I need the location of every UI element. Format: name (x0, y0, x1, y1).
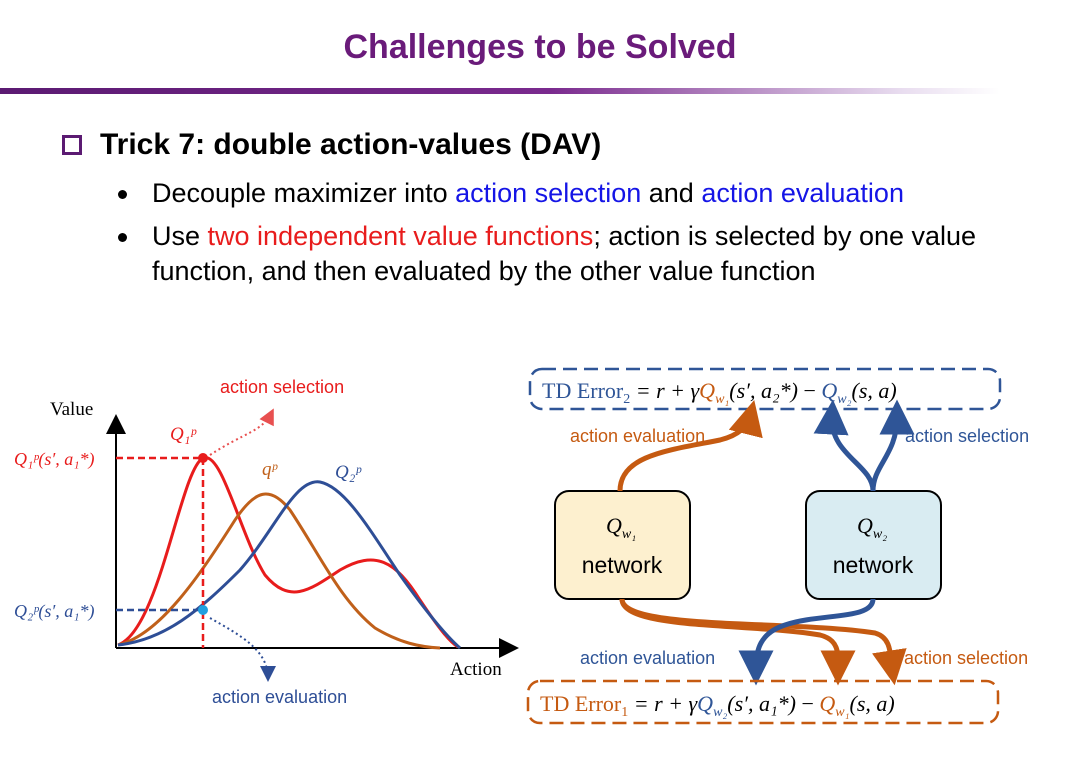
tick-low: Q₂ᵖ(s′, a₁*) (14, 601, 95, 622)
curve-q1 (117, 456, 459, 649)
arrow-w1-to-td2 (617, 400, 763, 492)
bullet-dot-icon (118, 190, 127, 199)
bullet2-highlight: two independent value functions (207, 221, 594, 251)
network-w1-symbol: Qw₁ (606, 513, 636, 542)
dav-diagram: TD Error2 = r + γQw₁(s′, a₂*) − Qw₂(s, a… (526, 367, 1029, 725)
eval-point (198, 605, 208, 615)
title-divider (0, 88, 1000, 94)
bullet1-highlight-selection: action selection (455, 178, 642, 208)
arrow-w2-to-td1 (738, 598, 876, 686)
slide-title: Challenges to be Solved (343, 28, 737, 66)
x-axis-label: Action (450, 659, 502, 680)
label-q1: Q₁ᵖ (170, 424, 197, 445)
curve-q (117, 492, 441, 650)
bullet2-text-a: Use (152, 221, 208, 251)
label-top-action-evaluation: action evaluation (570, 426, 705, 446)
network-w2-box (805, 490, 942, 600)
annotation-action-evaluation: action evaluation (212, 687, 347, 707)
trick-heading: Trick 7: double action-values (DAV) (62, 128, 601, 162)
max-point (198, 453, 208, 463)
td-error1-equation: TD Error1 = r + γQw₂(s′, a₁*) − Qw₁(s, a… (540, 691, 895, 720)
arrow-w2-to-td2-right (870, 399, 915, 492)
bullet2-text-b: ; action is selected by one value functi… (152, 221, 977, 286)
value-plot: Value Action Q₁ᵖ qᵖ Q₂ᵖ Q₁ᵖ(s′, a₁*) Q₂ᵖ… (14, 377, 519, 707)
network-w2-symbol: Qw₂ (857, 513, 887, 542)
arrow-w2-to-td2-left (813, 399, 876, 492)
label-q2: Q₂ᵖ (335, 462, 362, 483)
bullet-dot-icon (118, 233, 127, 242)
arrow-w1-to-td1-b (619, 598, 907, 686)
selection-pointer (209, 408, 274, 456)
evaluation-pointer (209, 617, 276, 682)
network-w2-label: network (833, 552, 914, 578)
bullet-decouple: Decouple maximizer into action selection… (118, 176, 1032, 211)
bullet-two-functions: Use two independent value functions; act… (118, 219, 1032, 289)
bullet1-text-a: Decouple maximizer into (152, 178, 456, 208)
td-error2-equation: TD Error2 = r + γQw₁(s′, a₂*) − Qw₂(s, a… (542, 378, 897, 407)
annotation-action-selection: action selection (220, 377, 344, 397)
y-axis-label: Value (50, 399, 93, 420)
label-q: qᵖ (262, 459, 279, 480)
label-bottom-action-selection: action selection (904, 648, 1028, 668)
td-error2-box (528, 367, 1002, 411)
checkbox-bullet-icon (62, 135, 82, 155)
label-bottom-action-evaluation: action evaluation (580, 648, 715, 668)
network-w1-box (554, 490, 691, 600)
label-top-action-selection: action selection (905, 426, 1029, 446)
network-w1-label: network (582, 552, 663, 578)
td-error1-box (526, 679, 1000, 725)
tick-high: Q₁ᵖ(s′, a₁*) (14, 449, 95, 470)
trick-heading-text: Trick 7: double action-values (DAV) (100, 128, 602, 161)
bullet1-highlight-evaluation: action evaluation (701, 178, 904, 208)
bullet1-text-b: and (641, 178, 702, 208)
